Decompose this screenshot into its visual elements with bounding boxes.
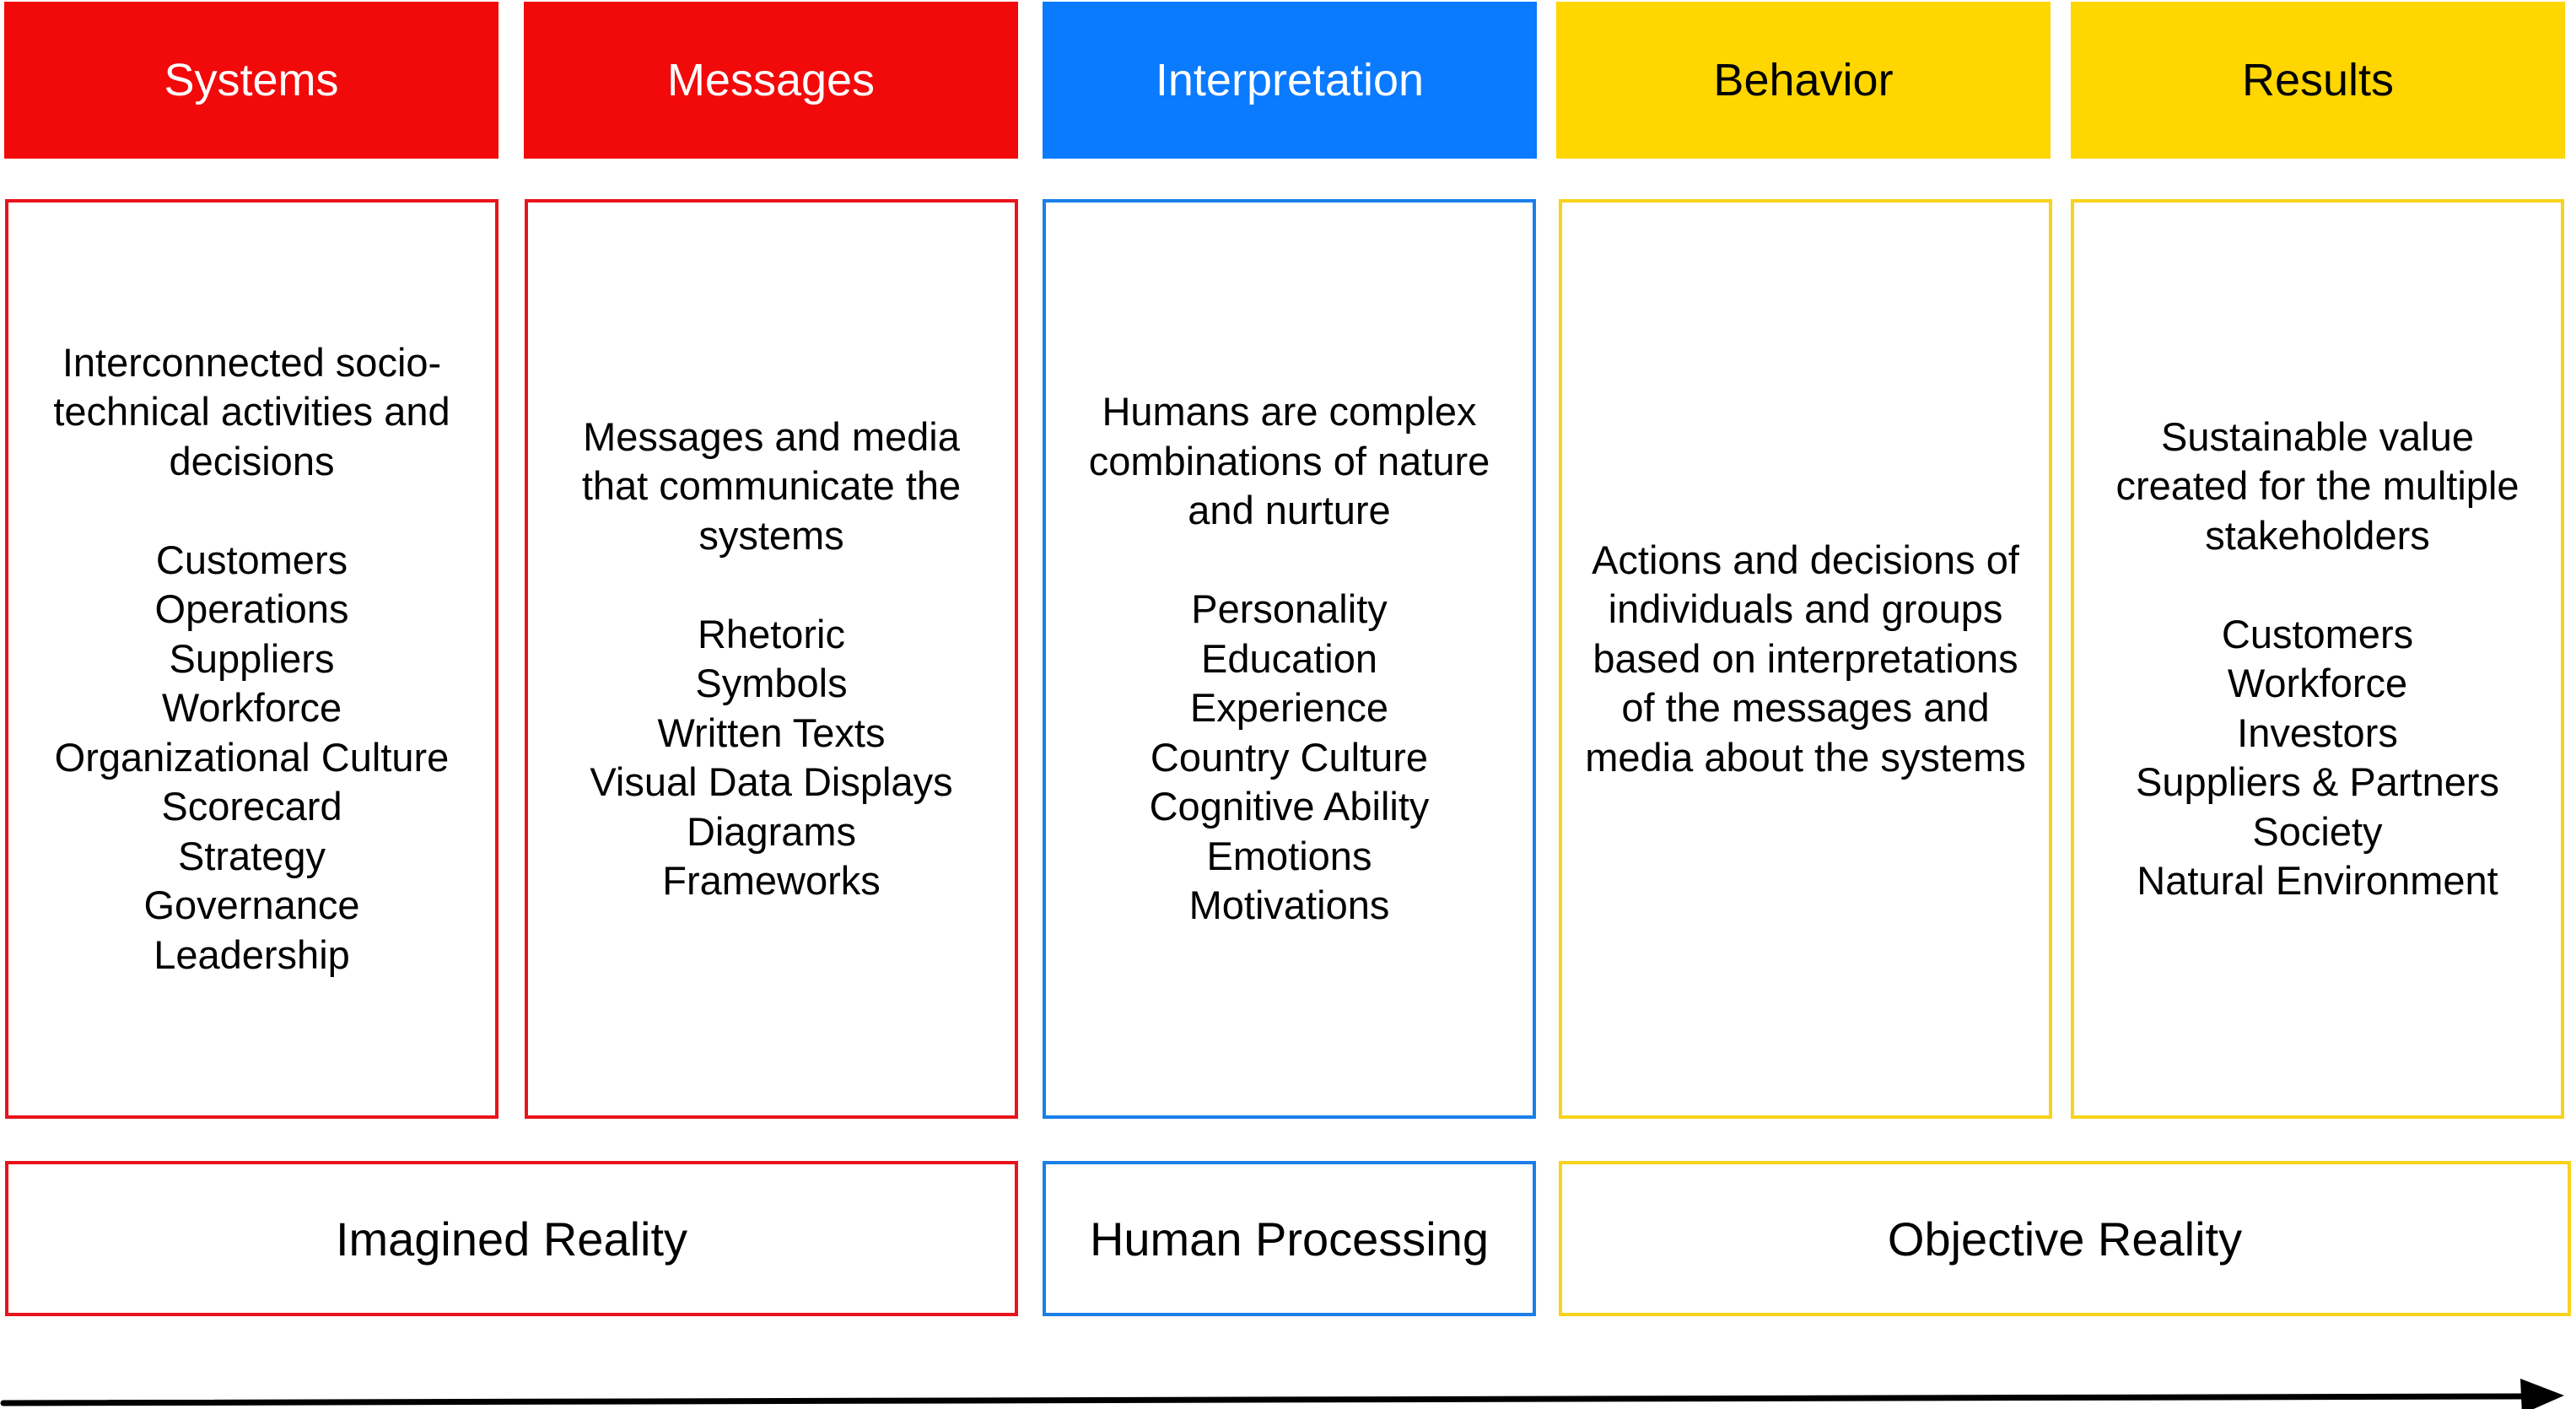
arrow-head-icon	[2520, 1379, 2564, 1409]
header-messages: Messages	[524, 2, 1018, 159]
header-behavior: Behavior	[1556, 2, 2051, 159]
flow-arrow	[0, 1379, 2564, 1409]
header-results: Results	[2071, 2, 2565, 159]
column-content: Actions and decisions of individuals and…	[1562, 536, 2049, 783]
list-item: Suppliers & Partners	[2135, 759, 2500, 804]
list-item: Motivations	[1188, 883, 1390, 928]
header-label: Interpretation	[1155, 55, 1425, 105]
header-label: Systems	[164, 55, 339, 105]
column-box-interpretation: Humans are complex combinations of natur…	[1043, 199, 1536, 1119]
list-item: Written Texts	[657, 710, 886, 755]
group-box-human-processing: Human Processing	[1043, 1161, 1536, 1316]
header-label: Behavior	[1713, 55, 1894, 105]
header-label: Messages	[666, 55, 876, 105]
header-systems: Systems	[4, 2, 498, 159]
group-box-imagined-reality: Imagined Reality	[5, 1161, 1018, 1316]
column-description: Sustainable value created for the multip…	[2115, 413, 2519, 558]
list-item: Symbols	[695, 661, 848, 705]
list-item: Workforce	[161, 685, 342, 731]
list-item: Organizational Culture	[54, 734, 450, 780]
list-item: Operations	[154, 586, 349, 632]
column-description: Actions and decisions of individuals and…	[1585, 537, 2026, 780]
column-content: Interconnected socio-technical activitie…	[8, 338, 495, 980]
header-label: Results	[2241, 55, 2395, 105]
column-box-systems: Interconnected socio-technical activitie…	[5, 199, 498, 1119]
list-item: Personality	[1191, 586, 1388, 632]
column-box-behavior: Actions and decisions of individuals and…	[1559, 199, 2052, 1119]
list-item: Frameworks	[662, 858, 881, 903]
column-content: Messages and media that communicate the …	[549, 413, 994, 906]
list-item: Strategy	[177, 833, 326, 878]
column-description: Humans are complex combinations of natur…	[1088, 389, 1490, 533]
column-description: Interconnected socio-technical activitie…	[53, 339, 450, 483]
list-item: Customers	[155, 537, 348, 582]
list-item: Governance	[143, 883, 360, 928]
list-item: Society	[2252, 808, 2383, 854]
list-item: Suppliers	[169, 635, 335, 681]
group-box-objective-reality: Objective Reality	[1559, 1161, 2571, 1316]
list-item: Diagrams	[686, 808, 857, 854]
list-item: Natural Environment	[2137, 858, 2498, 903]
column-content: Sustainable value created for the multip…	[2083, 413, 2553, 906]
list-item: Workforce	[2227, 661, 2408, 705]
list-item: Rhetoric	[697, 611, 845, 656]
group-label: Imagined Reality	[335, 1212, 688, 1266]
list-item: Country Culture	[1150, 734, 1429, 780]
list-item: Leadership	[154, 931, 350, 977]
list-item: Scorecard	[161, 784, 342, 829]
list-item: Experience	[1189, 685, 1389, 731]
group-label: Objective Reality	[1887, 1212, 2243, 1266]
column-box-messages: Messages and media that communicate the …	[525, 199, 1018, 1119]
list-item: Cognitive Ability	[1149, 784, 1430, 829]
list-item: Investors	[2237, 710, 2398, 755]
header-interpretation: Interpretation	[1043, 2, 1537, 159]
group-label: Human Processing	[1089, 1212, 1490, 1266]
column-content: Humans are complex combinations of natur…	[1059, 387, 1521, 931]
list-item: Visual Data Displays	[590, 759, 953, 804]
list-item: Education	[1200, 635, 1378, 681]
list-item: Customers	[2221, 611, 2414, 656]
arrow-shaft	[0, 1393, 2525, 1406]
list-item: Emotions	[1206, 833, 1372, 878]
column-description: Messages and media that communicate the …	[581, 413, 962, 558]
column-box-results: Sustainable value created for the multip…	[2071, 199, 2564, 1119]
